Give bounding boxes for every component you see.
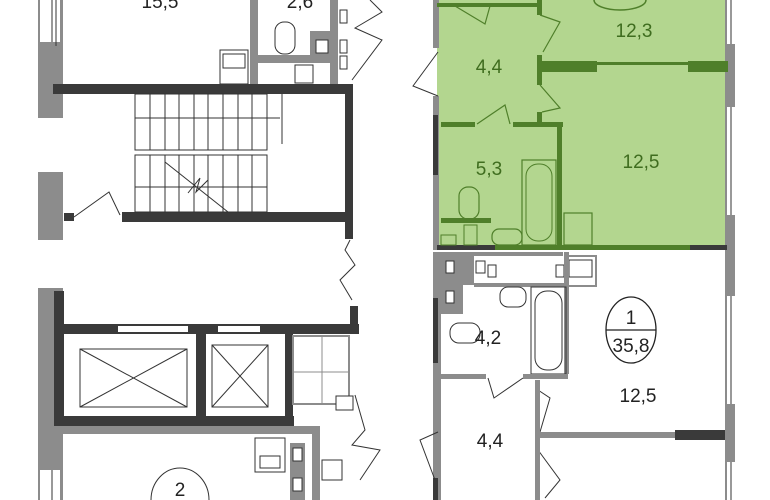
apartment-highlighted[interactable]: 12,3 4,4 5,3 12,5: [412, 0, 735, 250]
apartment-1-room-area: 12,5: [620, 386, 657, 407]
door-icon: [351, 0, 383, 81]
door-icon: [537, 389, 551, 433]
elevator-icon: [211, 344, 269, 408]
elevator-block: [38, 288, 381, 500]
sink-icon: [491, 228, 523, 246]
room-area-label: 15,5: [142, 0, 179, 13]
apartment-2: 2: [150, 437, 343, 500]
door-icon: [73, 191, 121, 218]
elevator-icon: [79, 348, 188, 408]
apartment-badge: [593, 0, 647, 11]
sink-icon: [563, 212, 593, 246]
door-icon: [351, 394, 381, 481]
room-b-area-label: 12,5: [623, 152, 660, 173]
hall-area-label: 4,4: [476, 57, 503, 78]
door-icon: [539, 84, 562, 113]
apartment-1-total-area: 35,8: [613, 336, 650, 357]
door-icon: [454, 5, 491, 25]
bathtub-icon: [521, 159, 557, 246]
door-icon: [539, 14, 561, 53]
door-icon: [419, 431, 439, 481]
bathtub-icon: [534, 290, 563, 371]
door-icon: [476, 104, 511, 125]
wc-area-label: 2,6: [287, 0, 313, 13]
apartment-1-hall-area: 4,4: [477, 431, 504, 452]
apartment-2-rooms-label: 2: [175, 480, 186, 500]
sink-icon: [219, 49, 249, 85]
toilet-icon: [449, 322, 481, 344]
stairs-icon: [134, 93, 283, 213]
entrance-door-icon: [412, 51, 439, 97]
room-a-area-label: 12,3: [616, 21, 653, 42]
apartment-1: 1 35,8 4,2 12,5 4,4: [419, 250, 735, 500]
toilet-icon: [274, 21, 296, 55]
apartment-1-rooms-label: 1: [626, 308, 637, 329]
sink-icon: [499, 286, 527, 308]
door-icon: [339, 239, 356, 301]
door-icon: [487, 377, 524, 399]
staircase: [38, 84, 356, 301]
bathroom-area-label: 5,3: [476, 159, 502, 180]
apartment-2-badge: [150, 467, 210, 500]
door-icon: [537, 449, 561, 499]
wc-wall: [250, 0, 258, 84]
left-upper-apartment: 15,5 2,6: [38, 0, 383, 118]
apartment-1-bathroom-area: 4,2: [475, 328, 501, 349]
